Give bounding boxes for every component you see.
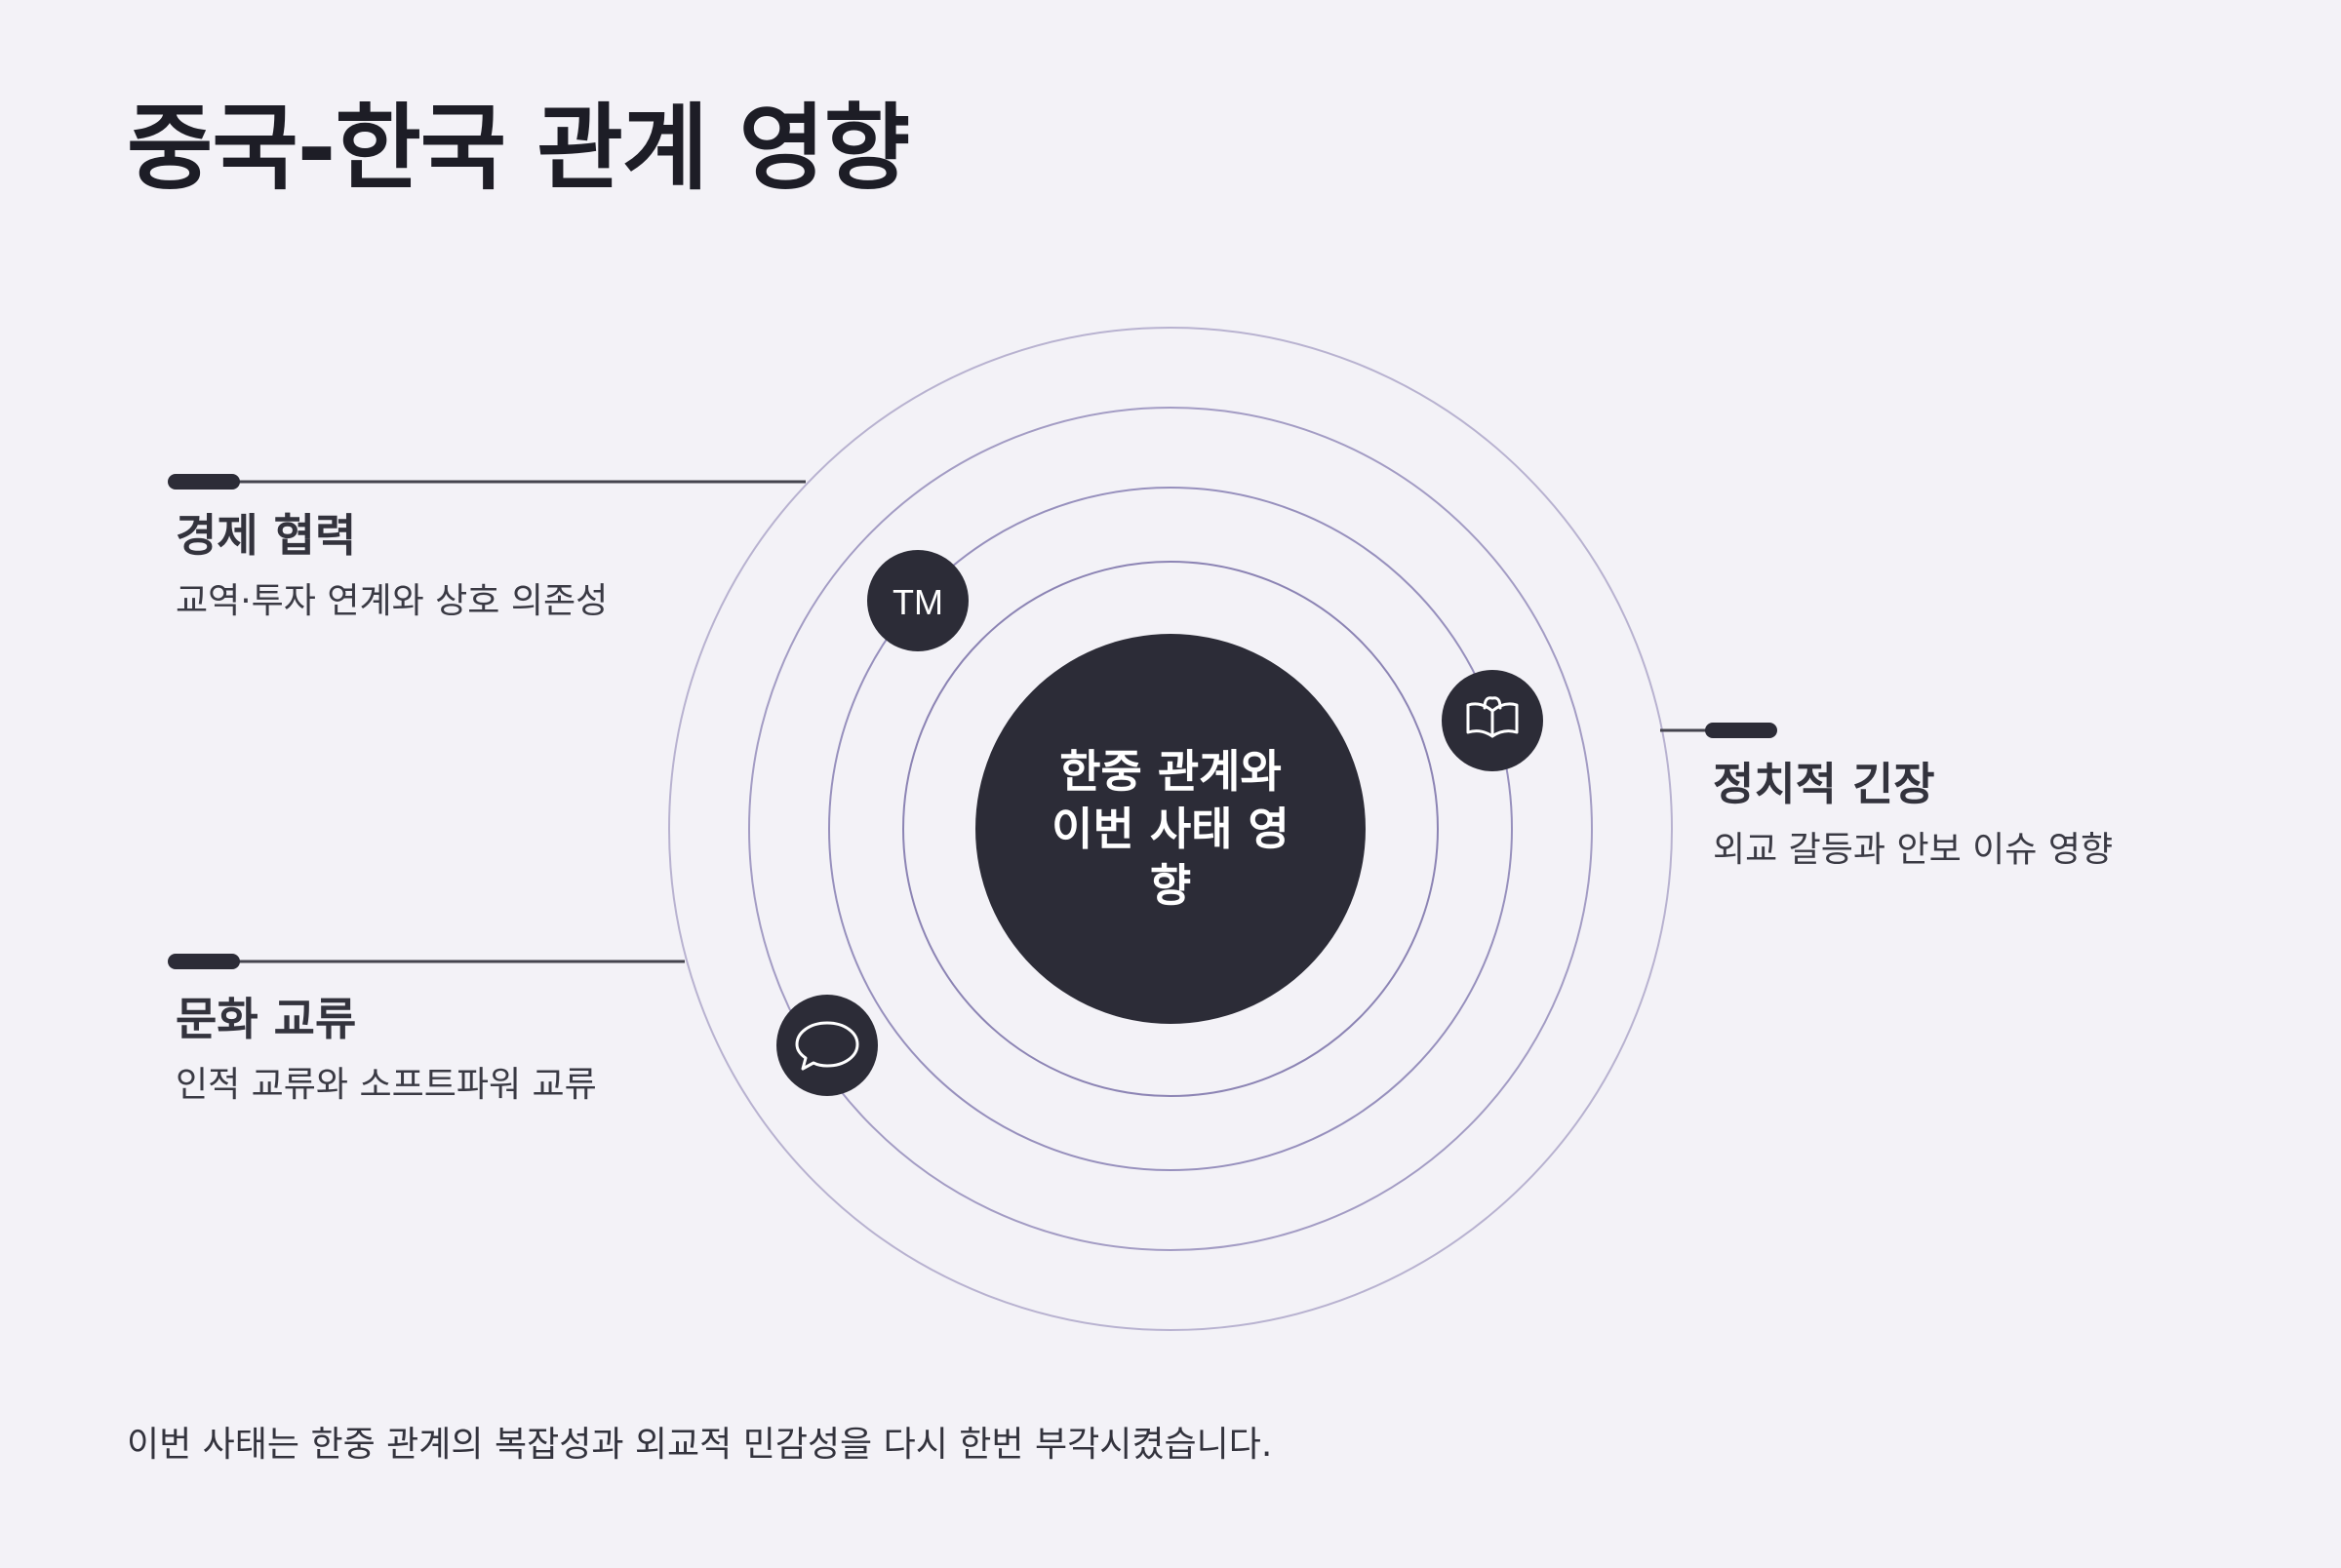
item-title: 문화 교류 <box>176 993 357 1045</box>
ring-outer <box>668 327 1673 1331</box>
item-culture: 문화 교류 인적 교류와 소프트파워 교류 <box>176 993 597 1106</box>
connector-culture <box>168 954 685 969</box>
center-circle <box>975 634 1366 1024</box>
ring-inner <box>902 561 1439 1097</box>
speech-bubble-icon <box>776 995 878 1096</box>
item-title: 경제 협력 <box>176 509 357 562</box>
page-title: 중국-한국 관계 영향 <box>127 94 910 203</box>
connector-economic <box>168 474 806 490</box>
item-economic: 경제 협력 교역·투자 연계와 상호 의존성 <box>176 509 608 622</box>
item-description: 인적 교류와 소프트파워 교류 <box>176 1065 597 1106</box>
item-title: 정치적 긴장 <box>1713 758 1935 810</box>
open-book-icon <box>1442 670 1543 771</box>
footer-note: 이번 사태는 한중 관계의 복잡성과 외교적 민감성을 다시 한번 부각시켰습니… <box>127 1425 1273 1465</box>
item-description: 외교 갈등과 안보 이슈 영향 <box>1713 830 2114 871</box>
connector-political <box>1660 723 1777 738</box>
item-political: 정치적 긴장 외교 갈등과 안보 이슈 영향 <box>1713 758 2113 871</box>
center-label: 한중 관계와 이번 사태 영향 <box>1051 744 1290 913</box>
trademark-icon: TM <box>867 550 969 651</box>
item-description: 교역·투자 연계와 상호 의존성 <box>176 581 609 622</box>
ring-third <box>748 407 1593 1251</box>
svg-text:TM: TM <box>893 582 943 622</box>
ring-second <box>828 487 1513 1171</box>
